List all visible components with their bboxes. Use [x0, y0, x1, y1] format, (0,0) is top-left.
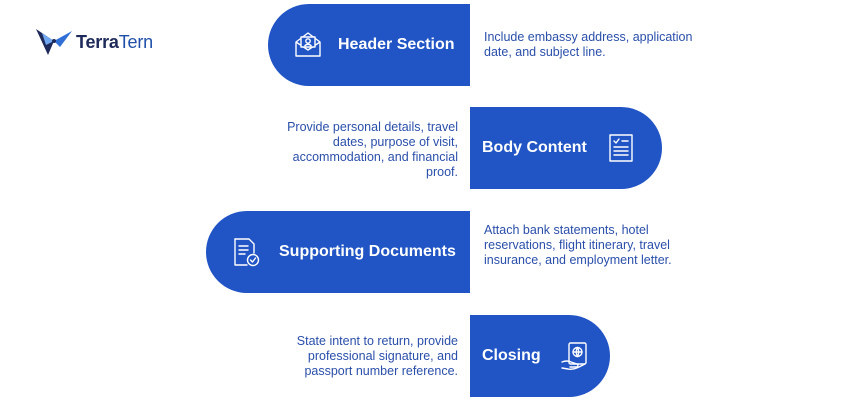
- step-supporting-documents: Supporting Documents: [206, 211, 470, 293]
- step-description: Attach bank statements, hotel reservatio…: [484, 223, 672, 267]
- step-description: State intent to return, provide professi…: [296, 334, 458, 378]
- logo-text-tern: Tern: [118, 31, 153, 52]
- passport-hand-icon: [559, 340, 591, 372]
- step-title: Body Content: [482, 139, 587, 156]
- envelope-letter-icon: [292, 29, 324, 61]
- tern-bird-icon: [36, 29, 72, 55]
- step-title: Header Section: [338, 36, 455, 53]
- step-closing: Closing: [470, 315, 610, 397]
- brand-logo: TerraTern: [34, 24, 174, 60]
- logo-text-terra: Terra: [76, 31, 119, 52]
- step-title: Supporting Documents: [279, 243, 456, 260]
- step-body-content: Body Content: [470, 107, 662, 189]
- step-title: Closing: [482, 347, 541, 364]
- step-description: Provide personal details, travel dates, …: [287, 120, 458, 179]
- step-description: Include embassy address, application dat…: [484, 30, 693, 59]
- document-check-icon: [230, 236, 262, 268]
- step-header-section: Header Section: [268, 4, 470, 86]
- checklist-icon: [605, 132, 637, 164]
